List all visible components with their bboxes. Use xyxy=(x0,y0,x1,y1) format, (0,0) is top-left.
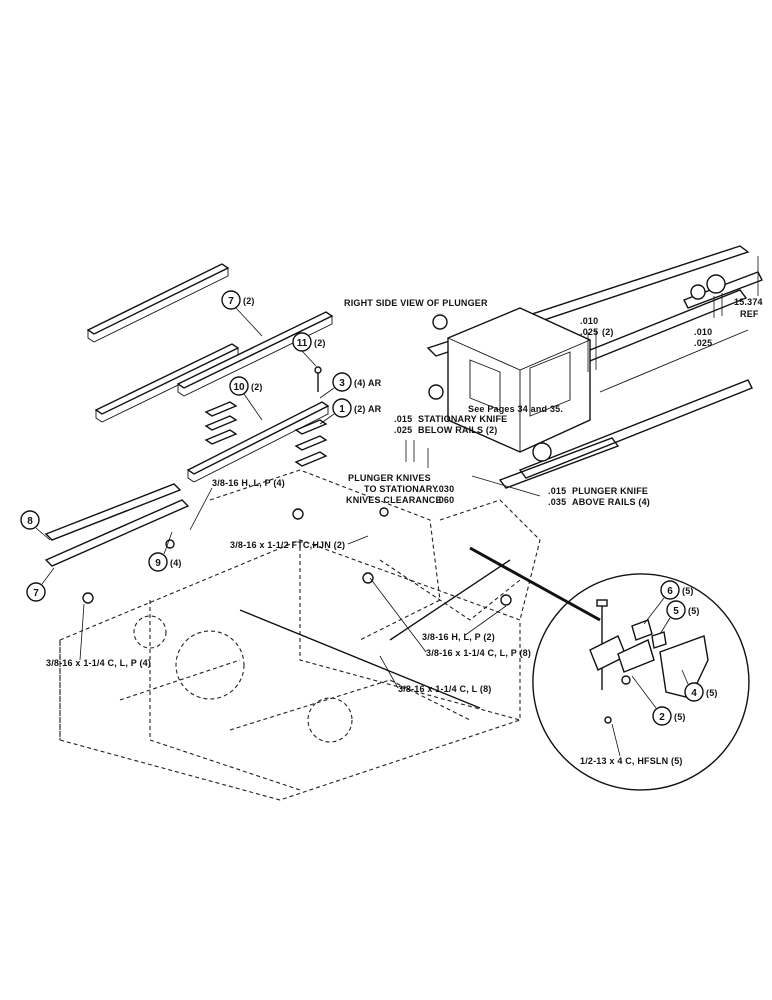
tol-right-a: .010 xyxy=(694,327,712,337)
tol-top-b: .025 xyxy=(580,327,598,337)
view-title: RIGHT SIDE VIEW OF PLUNGER xyxy=(344,298,488,308)
plunger-clear-b: .060 xyxy=(436,495,454,505)
tol-top-a: .010 xyxy=(580,316,598,326)
plunger-clear-a: .030 xyxy=(436,484,454,494)
hardware-label-5: 3/8-16 x 1-1/4 C, L (8) xyxy=(398,684,491,694)
callout-qty: (5) xyxy=(706,688,718,698)
callout-circle xyxy=(666,600,686,620)
callout-qty: (2) xyxy=(243,296,255,306)
callout-number: 11 xyxy=(297,338,308,349)
plunger-clear-text-3: KNIVES CLEARANCE xyxy=(346,495,442,505)
stat-knife-text-1: STATIONARY KNIFE xyxy=(418,414,507,424)
callout-number: 7 xyxy=(228,296,234,307)
stat-knife-a: .015 xyxy=(394,414,412,424)
callout-number: 6 xyxy=(667,586,673,597)
plunger-above-text-2: ABOVE RAILS (4) xyxy=(572,497,650,507)
callout-number: 1 xyxy=(339,404,345,415)
callout-number: 7 xyxy=(33,588,39,599)
knife-detail-circle xyxy=(532,573,750,791)
plunger-above-a: .015 xyxy=(548,486,566,496)
rails-exploded xyxy=(44,263,334,567)
callout-circle xyxy=(26,582,46,602)
see-pages-note: See Pages 34 and 35. xyxy=(468,404,563,414)
tol-right-b: .025 xyxy=(694,338,712,348)
callout-circle xyxy=(332,372,352,392)
callout-number: 8 xyxy=(27,516,33,527)
dim-ref-value: 15.374 xyxy=(734,297,763,307)
annotation-labels: RIGHT SIDE VIEW OF PLUNGER 15.374 REF .0… xyxy=(46,297,763,766)
hardware-label-1: 3/8-16 H, L, P (4) xyxy=(212,478,285,488)
callout-circle xyxy=(652,706,672,726)
baler-frame-dashed xyxy=(59,469,601,801)
callout-qty: (5) xyxy=(688,606,700,616)
callout-bubbles: 7 (2) 11 (2) 3 (4) AR 10 (2) 1 (2) AR 8 … xyxy=(20,290,718,726)
callout-number: 2 xyxy=(659,712,665,723)
dim-ref-unit: REF xyxy=(740,309,759,319)
plunger-clear-text-2: TO STATIONARY xyxy=(364,484,438,494)
callout-qty: (5) xyxy=(674,712,686,722)
callout-number: 5 xyxy=(673,606,679,617)
callout-circle xyxy=(148,552,168,572)
callout-circle xyxy=(660,580,680,600)
hardware-label-3: 3/8-16 H, L, P (2) xyxy=(422,632,495,642)
hardware-label-4: 3/8-16 x 1-1/4 C, L, P (8) xyxy=(426,648,531,658)
callout-circle xyxy=(229,376,249,396)
plunger-side-view-inset xyxy=(405,245,763,497)
callout-number: 9 xyxy=(155,558,161,569)
plunger-above-b: .035 xyxy=(548,497,566,507)
callout-qty: (2) xyxy=(314,338,326,348)
callout-number: 3 xyxy=(339,378,345,389)
callout-circle xyxy=(221,290,241,310)
callout-circle xyxy=(20,510,40,530)
callout-number: 10 xyxy=(233,382,245,393)
hardware-label-7: 1/2-13 x 4 C, HFSLN (5) xyxy=(580,756,683,766)
callout-number: 4 xyxy=(691,688,697,699)
callout-qty: (4) xyxy=(170,558,182,568)
stat-knife-text-2: BELOW RAILS (2) xyxy=(418,425,498,435)
callout-circle xyxy=(684,682,704,702)
callout-qty: (5) xyxy=(682,586,694,596)
hardware-label-6: 3/8-16 x 1-1/4 C, L, P (4) xyxy=(46,658,151,668)
plunger-above-text-1: PLUNGER KNIFE xyxy=(572,486,648,496)
callout-circle xyxy=(332,398,352,418)
stat-knife-b: .025 xyxy=(394,425,412,435)
callout-qty: (4) AR xyxy=(354,378,382,388)
callout-qty: (2) AR xyxy=(354,404,382,414)
plunger-clear-text-1: PLUNGER KNIVES xyxy=(348,473,431,483)
callout-qty: (2) xyxy=(251,382,263,392)
tol-top-qty: (2) xyxy=(602,327,614,337)
hardware-label-2: 3/8-16 x 1-1/2 FTC,HJN (2) xyxy=(230,540,345,550)
